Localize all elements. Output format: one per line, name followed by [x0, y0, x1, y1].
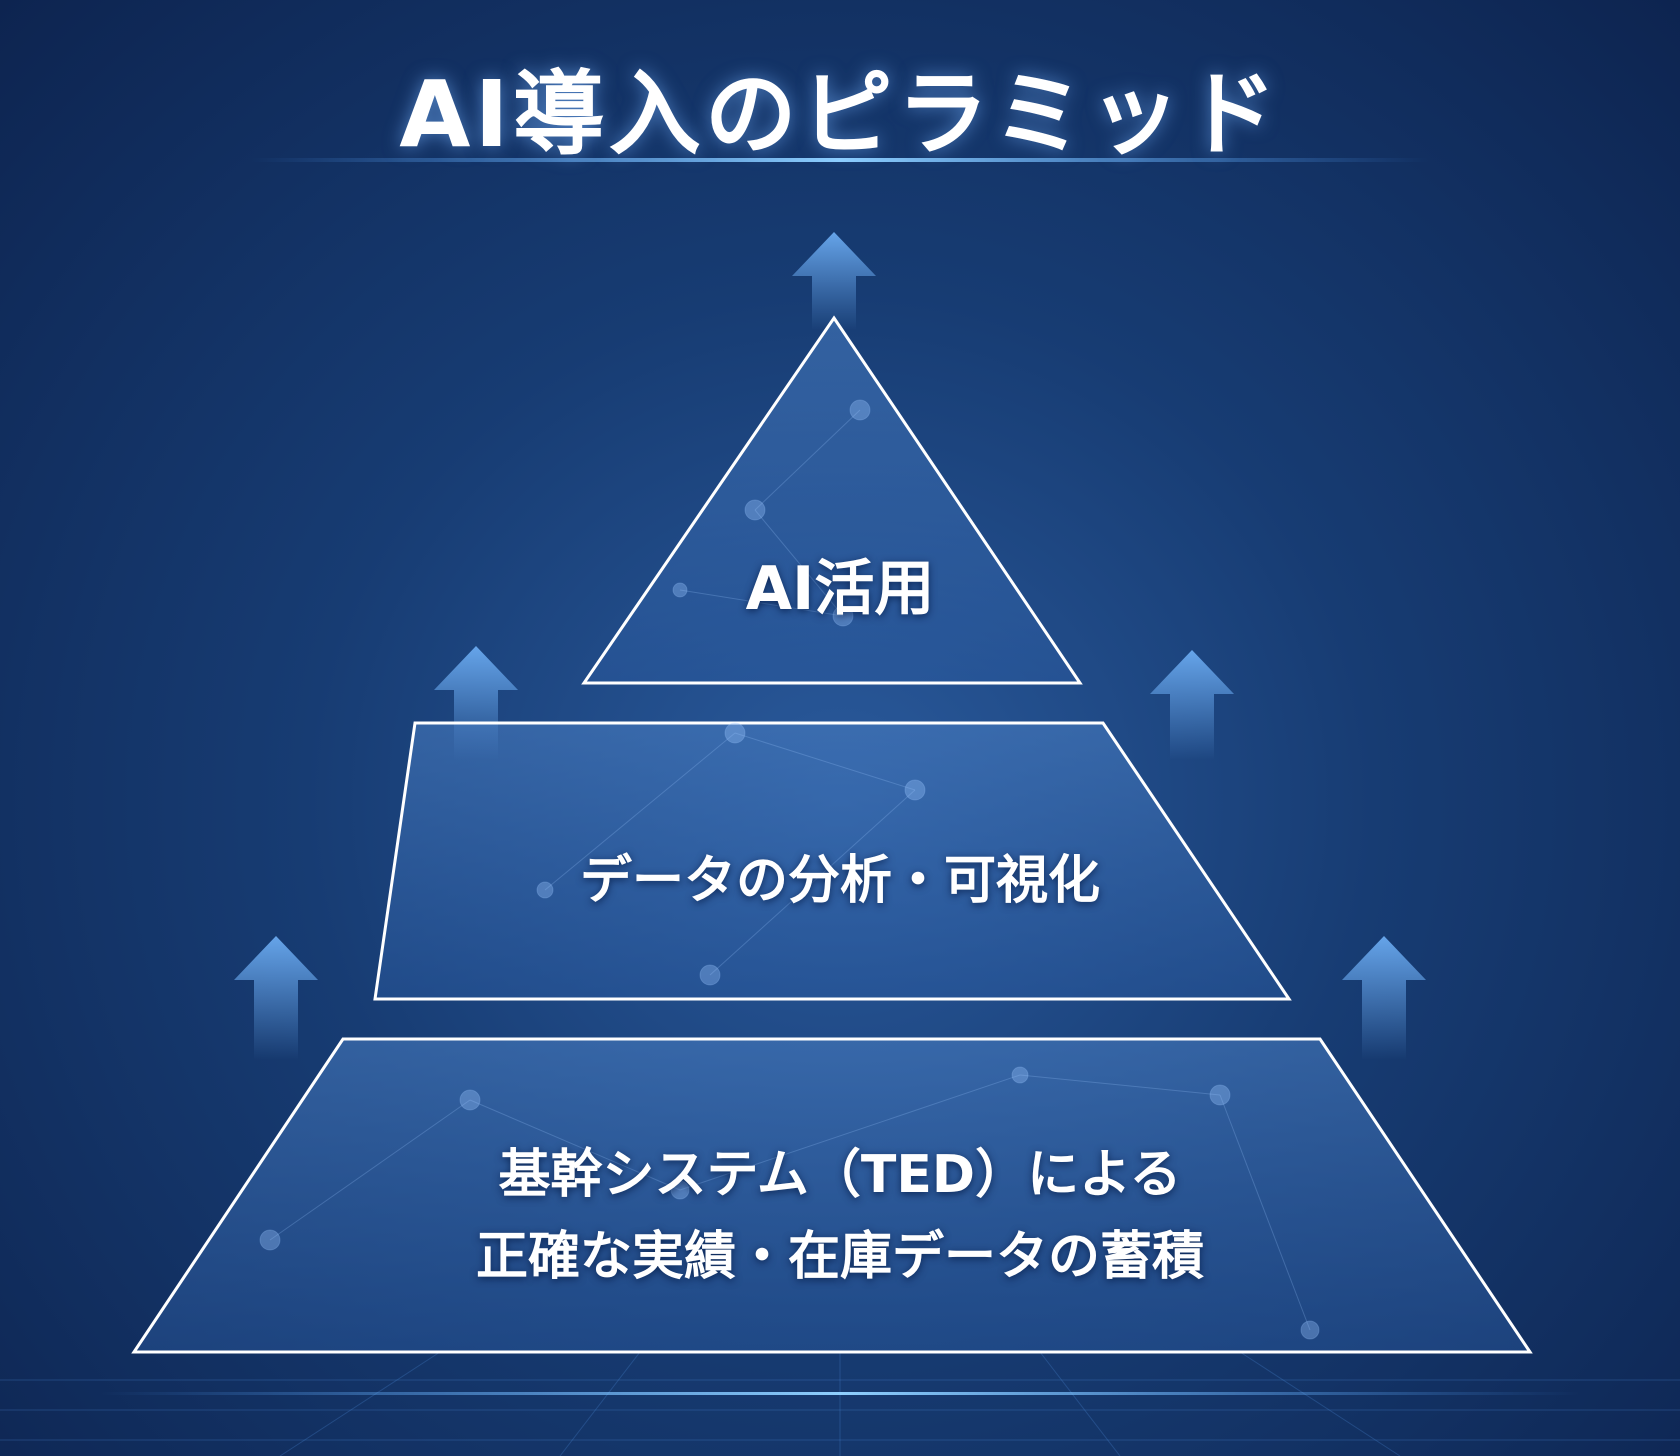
- floor-glow: [100, 1392, 1580, 1395]
- tier-label-bottom-line2: 正確な実績・在庫データの蓄積: [475, 1227, 1204, 1287]
- tier-label-top: AI活用: [745, 554, 935, 624]
- tier-label-bottom-line1: 基幹システム（TED）による: [498, 1145, 1182, 1205]
- pyramid-top-tier: [581, 315, 1083, 685]
- pyramid-middle-tier: [373, 721, 1292, 1001]
- grid-floor: [0, 1351, 1680, 1456]
- tier-label-middle: データの分析・可視化: [579, 851, 1100, 911]
- page-title: AI導入のピラミッド: [399, 61, 1281, 168]
- title-underline: [250, 158, 1430, 162]
- network-pattern: [259, 399, 1320, 1340]
- arrow-up-icon: [1150, 650, 1234, 760]
- arrow-up-icon: [1342, 936, 1426, 1060]
- arrow-up-icon: [234, 936, 318, 1060]
- pyramid-bottom-tier: [131, 1037, 1533, 1354]
- arrow-up-icon: [792, 232, 876, 330]
